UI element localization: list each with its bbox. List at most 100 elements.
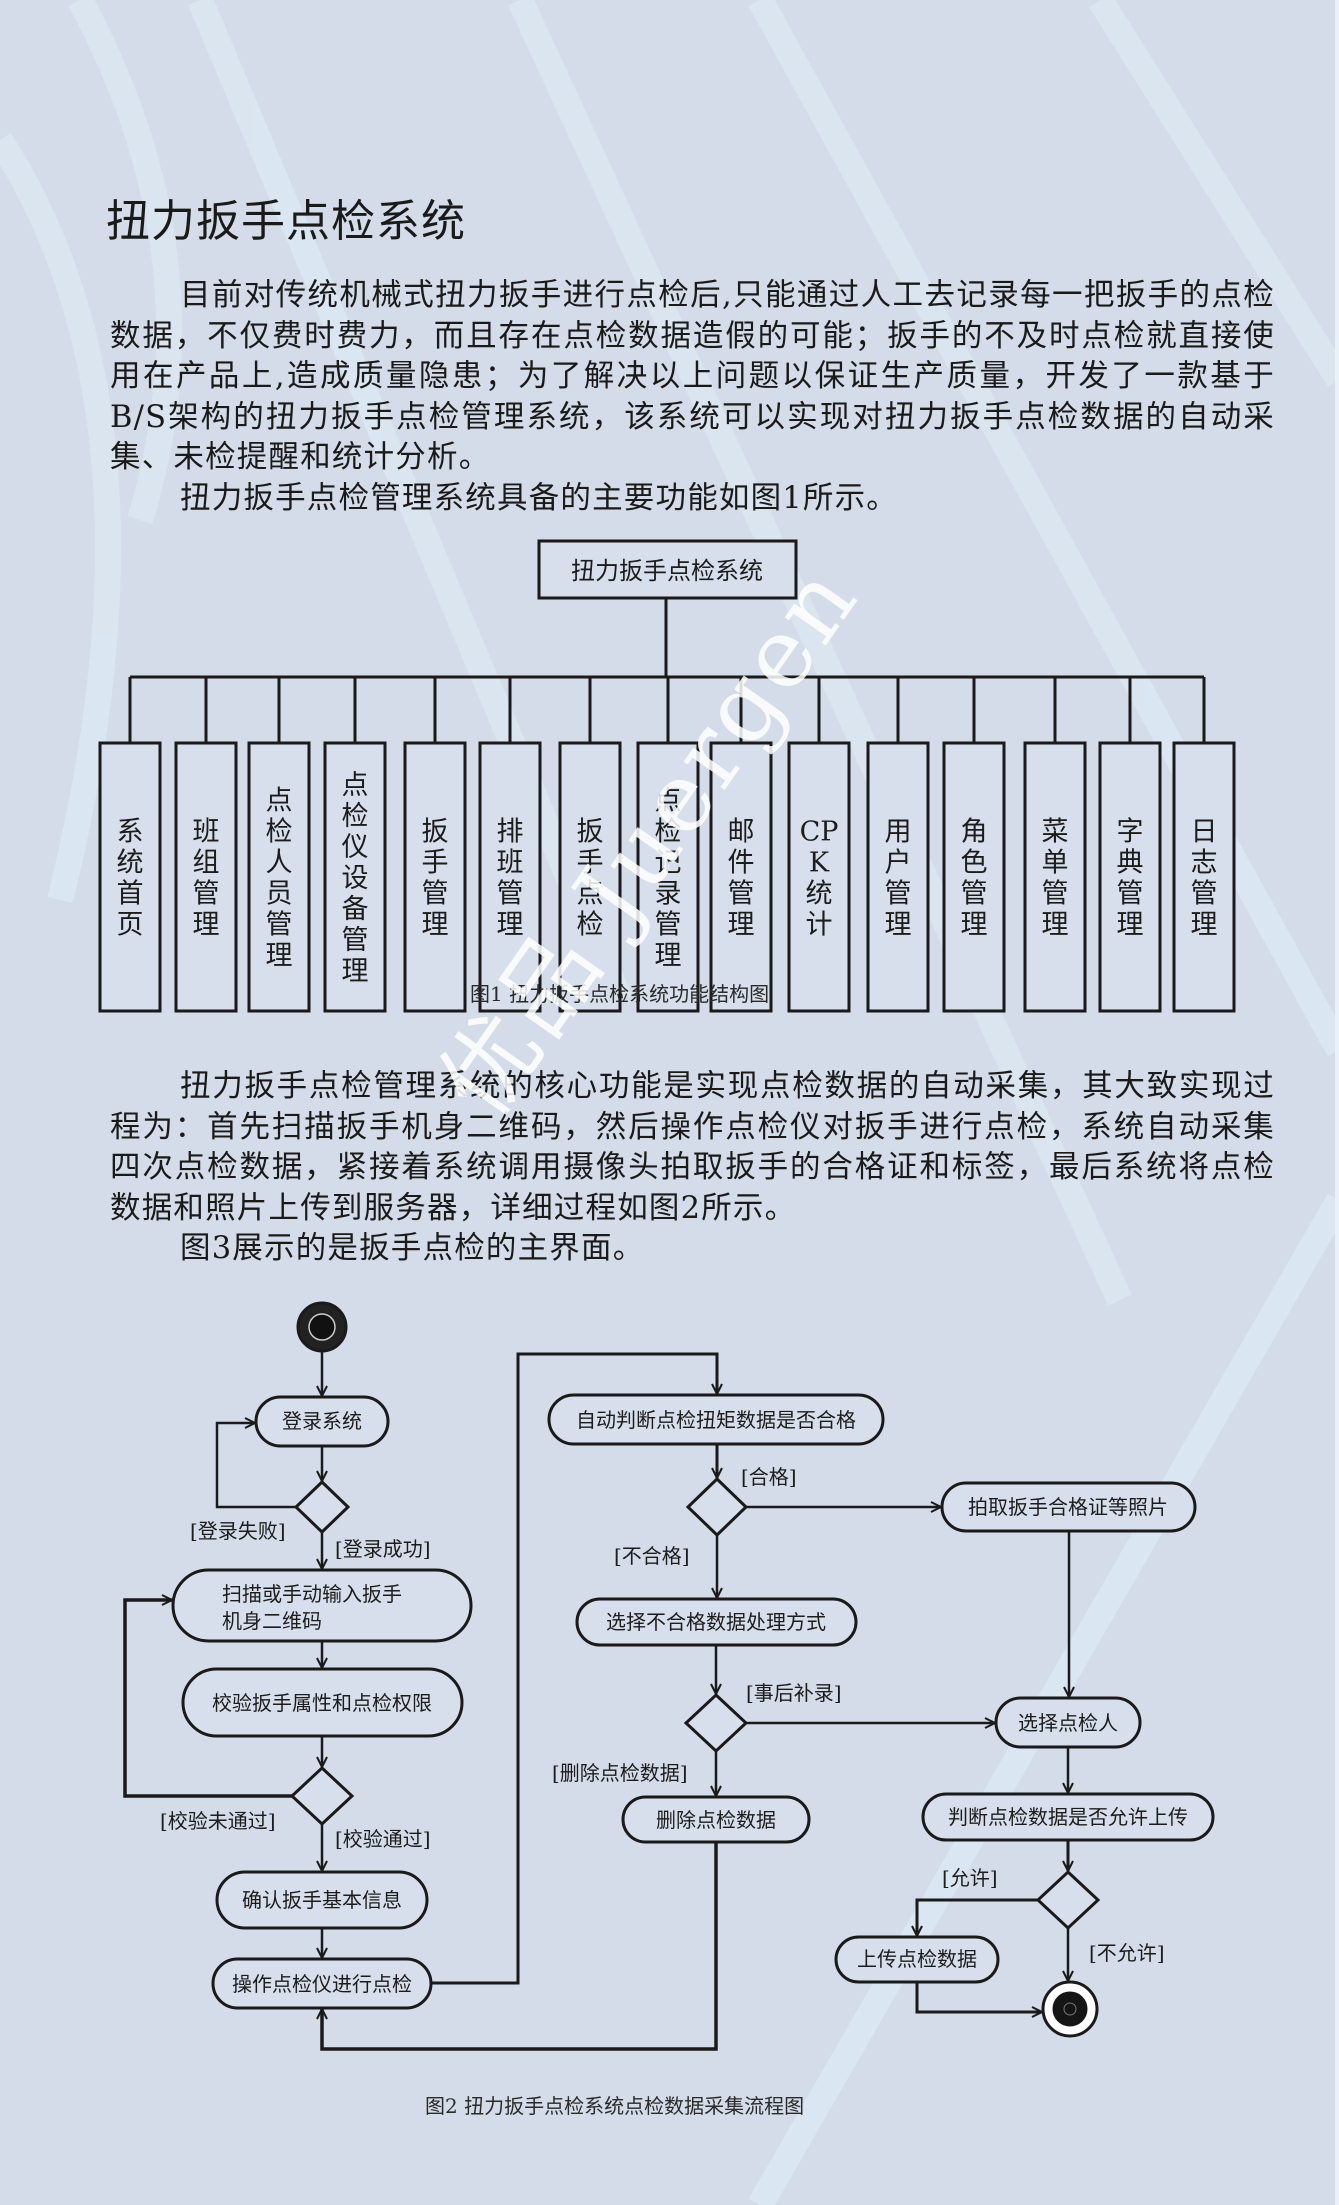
module-label-glyph: 记: [655, 847, 682, 878]
label-verify: 校验扳手属性和点检权限: [212, 1691, 432, 1715]
module-box: [174, 741, 238, 1013]
label-scan-line1: 扫描或手动输入扳手: [222, 1582, 402, 1606]
guard-pass: [合格]: [741, 1465, 797, 1489]
module-label-glyph: 管: [193, 878, 220, 909]
guard-fail: [不合格]: [614, 1544, 690, 1568]
module-label-glyph: 管: [1042, 878, 1069, 909]
module-box: [636, 741, 700, 1013]
module-node: 用户管理用户管理: [866, 677, 930, 1013]
intro-paragraph: 目前对传统机械式扭力扳手进行点检后,只能通过人工去记录每一把扳手的点检数据，不仅…: [110, 278, 1275, 475]
guard-verify-ok: [校验通过]: [335, 1827, 431, 1851]
label-judge-upload: 判断点检数据是否允许上传: [948, 1805, 1188, 1829]
module-label-glyph: 管: [961, 878, 988, 909]
decision-pass: [685, 1476, 749, 1538]
figure2-caption: 图2 扭力扳手点检系统点检数据采集流程图: [425, 2094, 805, 2118]
module-label-glyph: 系: [117, 816, 144, 847]
label-photo: 拍取扳手合格证等照片: [968, 1495, 1168, 1519]
module-label-glyph: 页: [117, 909, 144, 940]
edge-delete-return: [322, 1842, 718, 2051]
decision-handling: [683, 1692, 749, 1754]
module-label-glyph: 理: [497, 909, 524, 940]
module-label-glyph: 首: [117, 878, 144, 909]
module-box: [1023, 741, 1087, 1013]
label-operate: 操作点检仪进行点检: [232, 1972, 412, 1996]
module-label-glyph: 计: [806, 909, 833, 940]
module-label-glyph: 仪: [342, 832, 369, 863]
module-label-glyph: 检: [577, 909, 604, 940]
module-node: 系统首页系统首页: [98, 677, 162, 1013]
module-label-glyph: CP: [800, 816, 839, 847]
module-label-glyph: 排: [497, 816, 524, 847]
module-label-glyph: 人: [266, 847, 293, 878]
module-label-glyph: 理: [193, 909, 220, 940]
module-label-glyph: 检: [266, 816, 293, 847]
label-upload: 上传点检数据: [857, 1947, 977, 1971]
module-label-glyph: 统: [806, 878, 833, 909]
module-label-glyph: 典: [1117, 847, 1144, 878]
module-label-glyph: 点: [577, 878, 604, 909]
module-label-glyph: 管: [497, 878, 524, 909]
module-box: [709, 741, 773, 1013]
module-label-glyph: 件: [728, 847, 755, 878]
module-box: [942, 741, 1006, 1013]
module-box: [787, 741, 851, 1013]
module-label-glyph: 管: [728, 878, 755, 909]
decision-allow: [1035, 1869, 1101, 1931]
module-label-glyph: 理: [961, 909, 988, 940]
module-label-glyph: 日: [1191, 816, 1218, 847]
module-node: 菜单管理菜单管理: [1023, 677, 1087, 1013]
edge-upload-end: [915, 1982, 1042, 2012]
module-node: CPK统计CPK统计: [787, 677, 851, 1013]
module-label-glyph: 手: [577, 847, 604, 878]
label-scan-line2: 机身二维码: [222, 1609, 322, 1633]
root-node-box: [537, 539, 798, 600]
module-node: 点检仪设备管理点检仪设备管理: [323, 677, 387, 1013]
module-label-glyph: 理: [655, 940, 682, 971]
module-label-glyph: 角: [961, 816, 988, 847]
module-node: 日志管理日志管理: [1172, 677, 1236, 1013]
label-delete: 删除点检数据: [656, 1808, 776, 1832]
module-label-glyph: 理: [342, 956, 369, 987]
guard-allow: [允许]: [942, 1866, 998, 1890]
guard-supplement: [事后补录]: [746, 1681, 842, 1705]
module-box: [403, 741, 467, 1013]
module-label-glyph: 字: [1117, 816, 1144, 847]
module-label-glyph: 班: [193, 816, 220, 847]
module-box: [247, 741, 311, 1013]
module-label-glyph: 设: [342, 863, 369, 894]
module-label-glyph: 管: [655, 909, 682, 940]
start-node-ring: [308, 1313, 336, 1341]
module-node: 扳手点检扳手点检: [558, 677, 622, 1013]
module-label-glyph: 色: [961, 847, 988, 878]
module-label-glyph: 管: [1191, 878, 1218, 909]
intro-figure-reference: 扭力扳手点检管理系统具备的主要功能如图1所示。: [180, 481, 899, 516]
module-label-glyph: K: [809, 847, 830, 878]
module-label-glyph: 班: [497, 847, 524, 878]
figure1-caption: 图1 扭力扳手点检系统功能结构图: [470, 982, 770, 1006]
module-box: [98, 741, 162, 1013]
guard-login-ok: [登录成功]: [335, 1537, 431, 1561]
module-box: [1098, 741, 1162, 1013]
module-node: 扳手管理扳手管理: [403, 677, 467, 1013]
module-label-glyph: 邮: [728, 816, 755, 847]
module-label-glyph: 菜: [1042, 816, 1069, 847]
module-label-glyph: 手: [422, 847, 449, 878]
module-label-glyph: 点: [266, 785, 293, 816]
decision-login: [293, 1479, 351, 1535]
module-node: 点检人员管理点检人员管理: [247, 677, 311, 1013]
module-node: 字典管理字典管理: [1098, 677, 1162, 1013]
module-label-glyph: 录: [655, 878, 682, 909]
module-box: [478, 741, 542, 1013]
module-label-glyph: 理: [885, 909, 912, 940]
module-label-glyph: 备: [342, 894, 369, 925]
page-title: 扭力扳手点检系统: [106, 196, 466, 247]
label-choose-inspector: 选择点检人: [1018, 1711, 1118, 1735]
guard-verify-fail: [校验未通过]: [160, 1809, 276, 1833]
module-label-glyph: 管: [1117, 878, 1144, 909]
module-label-glyph: 理: [1191, 909, 1218, 940]
module-box: [1172, 741, 1236, 1013]
module-label-glyph: 管: [266, 909, 293, 940]
module-label-glyph: 统: [117, 847, 144, 878]
